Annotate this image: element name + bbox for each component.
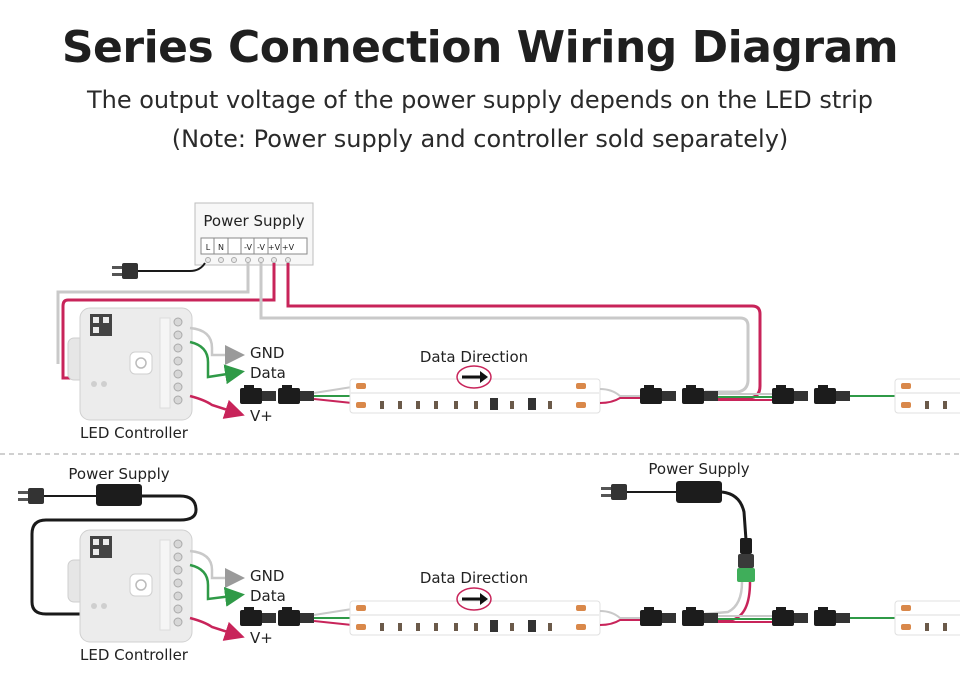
top-strip-input-connector — [278, 385, 314, 404]
bottom-gnd-label: GND — [250, 567, 284, 585]
plug-icon — [18, 488, 44, 504]
top-controller-label: LED Controller — [80, 424, 189, 442]
data-output-wire — [189, 340, 245, 385]
top-strip1-output-connector — [640, 385, 676, 404]
bottom-led-controller — [67, 529, 193, 643]
top-data-label: Data — [250, 364, 286, 382]
top-section: Power Supply L N -V -V +V +V — [56, 202, 960, 442]
terminal-neg-v2: -V — [257, 243, 265, 252]
top-gnd-label: GND — [250, 344, 284, 362]
power-adapter-icon — [676, 481, 722, 503]
bottom-led-strip-2 — [894, 600, 960, 636]
top-led-strip-2 — [894, 378, 960, 414]
vplus-output-wire — [189, 394, 245, 419]
power-adapter-icon — [96, 484, 142, 506]
arrow-right-icon — [456, 365, 492, 389]
dc-connector-icon — [737, 538, 755, 582]
bottom-led-strip-1 — [349, 600, 601, 636]
bottom-left-power-supply-label: Power Supply — [68, 465, 169, 483]
mains-cable — [138, 262, 206, 272]
top-controller-connector — [240, 385, 276, 404]
top-led-controller — [67, 307, 193, 421]
power-supply-label: Power Supply — [203, 212, 304, 230]
wire-red-ps-injection — [286, 263, 762, 400]
subtitle-sold-separately-note: (Note: Power supply and controller sold … — [171, 125, 789, 153]
bottom-data-direction-label: Data Direction — [420, 569, 528, 587]
top-power-supply: Power Supply L N -V -V +V +V — [194, 202, 314, 266]
arrow-right-icon — [456, 587, 492, 611]
wire-gray-ps-to-controller — [56, 263, 250, 364]
gnd-output-wire — [189, 326, 245, 365]
terminal-n: N — [218, 243, 224, 252]
subtitle-voltage-note: The output voltage of the power supply d… — [86, 86, 874, 114]
bottom-data-label: Data — [250, 587, 286, 605]
terminal-l: L — [206, 243, 211, 252]
top-vplus-label: V+ — [250, 407, 273, 425]
bottom-controller-label: LED Controller — [80, 646, 189, 664]
bottom-right-power-supply-label: Power Supply — [648, 460, 749, 478]
terminal-neg-v1: -V — [244, 243, 252, 252]
top-injection-connector — [682, 385, 718, 404]
terminal-pos-v2: +V — [282, 243, 295, 252]
plug-icon — [601, 484, 627, 500]
power-supply-box — [194, 202, 314, 266]
page-title: Series Connection Wiring Diagram — [61, 22, 899, 73]
wire-red-ps-to-controller — [61, 263, 276, 380]
plug-icon — [112, 263, 138, 279]
bottom-vplus-label: V+ — [250, 629, 273, 647]
wire-gray-ps-injection — [259, 263, 750, 394]
top-led-strip-1 — [349, 378, 601, 414]
bottom-left-dc-cable — [30, 494, 198, 616]
top-data-direction-label: Data Direction — [420, 348, 528, 366]
bottom-section: Power Supply LED Controller GND Data V+ … — [18, 460, 960, 664]
terminal-pos-v1: +V — [268, 243, 281, 252]
